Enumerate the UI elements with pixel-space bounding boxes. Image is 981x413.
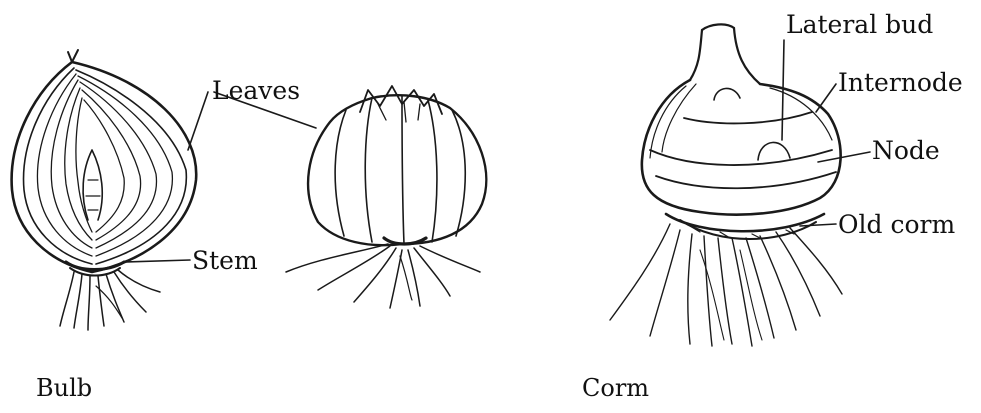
- old-corm-label: Old corm: [838, 212, 955, 237]
- lateral-bud-label: Lateral bud: [786, 12, 933, 37]
- corm-caption: Corm: [582, 376, 649, 400]
- bulb-whole-drawing: [286, 86, 486, 308]
- leader-lines: [126, 40, 870, 262]
- leaves-label: Leaves: [212, 78, 300, 103]
- internode-leader: [816, 84, 836, 112]
- old-corm-leader: [800, 224, 836, 226]
- stem-label: Stem: [192, 248, 258, 273]
- bulb-caption: Bulb: [36, 376, 92, 400]
- node-leader: [818, 152, 870, 162]
- stem-leader: [126, 260, 190, 262]
- bulb-section-drawing: [12, 50, 197, 330]
- node-label: Node: [872, 138, 940, 163]
- lateral-bud-leader: [782, 40, 784, 140]
- leaves-leader-bulb-section: [188, 92, 208, 150]
- internode-label: Internode: [838, 70, 963, 95]
- corm-drawing: [610, 24, 842, 346]
